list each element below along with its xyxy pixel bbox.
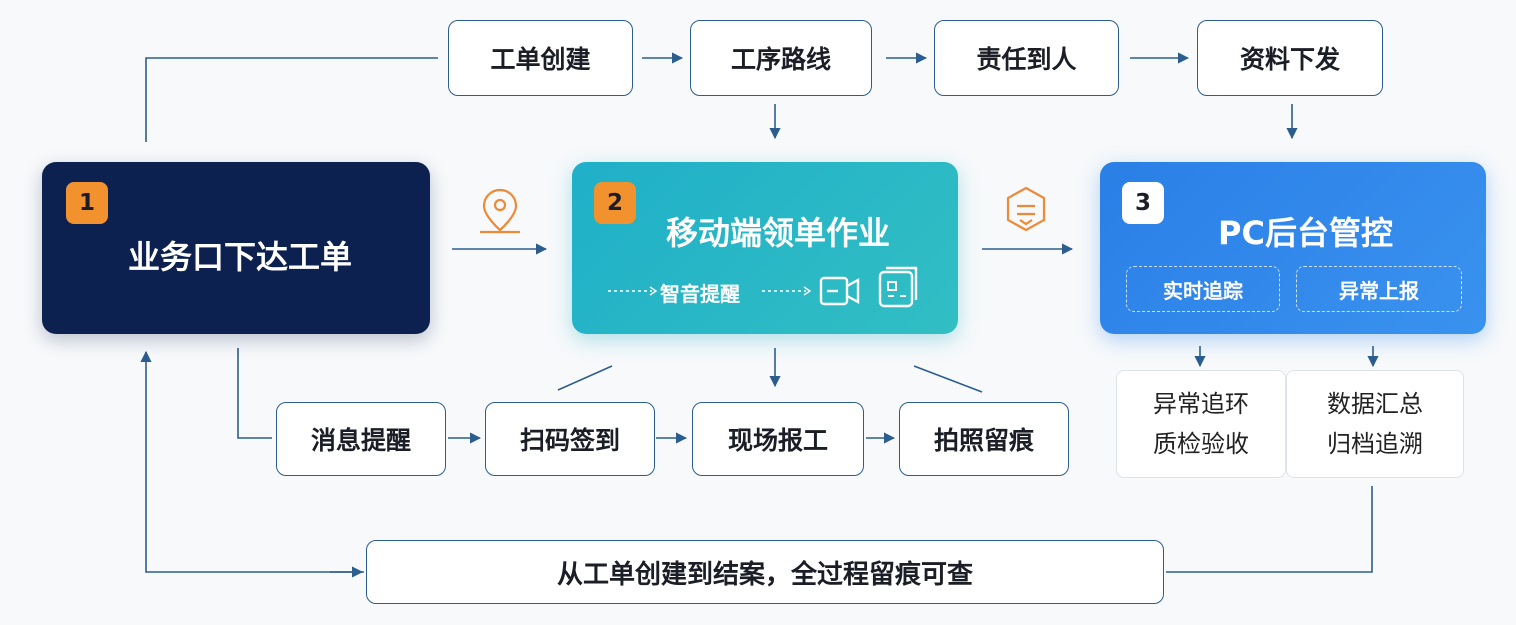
step-box-top: 工单创建: [448, 20, 633, 96]
pc-output-line: 归档追溯: [1327, 430, 1423, 458]
pc-output-line: 异常追环: [1153, 390, 1249, 418]
reminder-dashes: [608, 286, 658, 296]
step-box-bottom: 消息提醒: [276, 402, 446, 476]
footer-summary-box: 从工单创建到结案，全过程留痕可查: [366, 540, 1164, 604]
step-label: 消息提醒: [310, 426, 411, 455]
feedback-line-right: [1166, 486, 1373, 573]
pc-output-box: 数据汇总 归档追溯: [1286, 370, 1464, 478]
stage-number-badge: 2: [594, 182, 636, 224]
stage-title: PC后台管控: [1218, 214, 1393, 252]
step-box-bottom: 扫码签到: [485, 402, 655, 476]
reminder-label: 智音提醒: [660, 282, 740, 306]
stage-2-card: 2 移动端领单作业 智音提醒: [572, 162, 958, 334]
tag-label: 异常上报: [1339, 278, 1419, 303]
loop-line-bottom: [237, 348, 272, 439]
stage-number-badge: 1: [66, 182, 108, 224]
step-label: 工序路线: [730, 45, 831, 74]
scan-document-icon: [878, 266, 918, 308]
step-box-bottom: 拍照留痕: [899, 402, 1069, 476]
step-label: 拍照留痕: [933, 426, 1034, 455]
fan-left: [557, 365, 613, 391]
stage-number-badge: 3: [1122, 182, 1164, 224]
step-box-bottom: 现场报工: [692, 402, 864, 476]
video-camera-icon: [819, 276, 860, 306]
user-location-icon: [480, 188, 520, 234]
step-box-top: 工序路线: [690, 20, 872, 96]
step-label: 工单创建: [490, 45, 591, 74]
step-box-top: 责任到人: [934, 20, 1119, 96]
tag-label: 实时追踪: [1163, 278, 1243, 303]
reminder-dashes: [762, 286, 812, 296]
footer-summary-text: 从工单创建到结案，全过程留痕可查: [556, 559, 973, 590]
tag-realtime-tracking: 实时追踪: [1126, 266, 1280, 312]
shield-icon: [1006, 186, 1046, 232]
tag-exception-report: 异常上报: [1296, 266, 1462, 312]
stage-1-card: 1 业务口下达工单: [42, 162, 430, 334]
fan-right: [913, 365, 983, 393]
step-label: 扫码签到: [519, 426, 620, 455]
step-label: 资料下发: [1239, 45, 1340, 74]
pc-output-box: 异常追环 质检验收: [1116, 370, 1286, 478]
pc-output-line: 质检验收: [1153, 430, 1249, 458]
step-label: 责任到人: [976, 45, 1077, 74]
stage-3-card: 3 PC后台管控 实时追踪 异常上报: [1100, 162, 1486, 334]
feedback-line-left: [140, 350, 364, 573]
step-box-top: 资料下发: [1197, 20, 1383, 96]
stage-title: 业务口下达工单: [128, 238, 353, 276]
loop-line-top: [145, 57, 438, 142]
stage-title: 移动端领单作业: [666, 214, 891, 252]
pc-output-line: 数据汇总: [1327, 390, 1423, 418]
step-label: 现场报工: [727, 426, 828, 455]
